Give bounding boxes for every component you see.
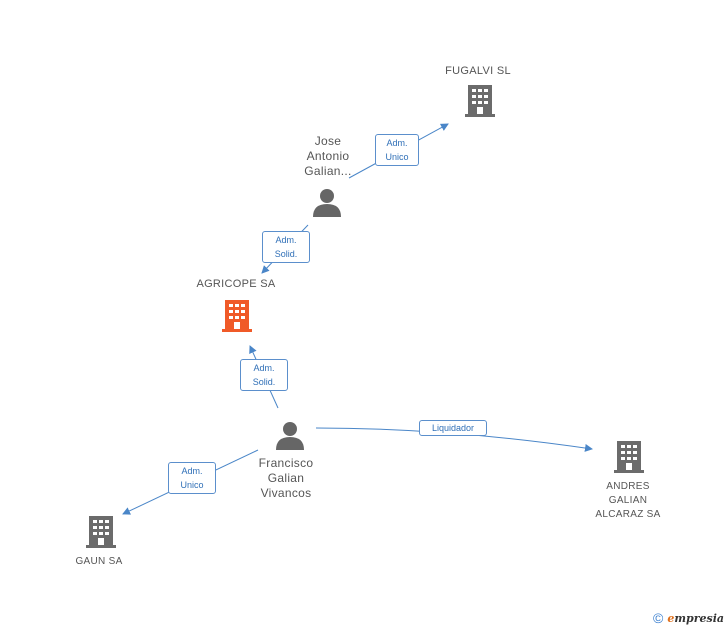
agricope-label: AGRICOPE SA bbox=[196, 278, 276, 290]
francisco-line1: Francisco bbox=[258, 456, 314, 470]
node-label-agricope[interactable]: AGRICOPE SA bbox=[180, 277, 292, 291]
andres-line3: ALCARAZ SA bbox=[595, 509, 661, 520]
edge-label-line2: Solid. bbox=[274, 249, 298, 259]
building-icon[interactable] bbox=[86, 516, 116, 548]
edge-label-francisco-andres[interactable]: Liquidador bbox=[419, 420, 487, 436]
edge-label-line2: Solid. bbox=[252, 377, 276, 387]
andres-line1: ANDRES bbox=[606, 481, 650, 492]
edge-label-line1: Adm. bbox=[253, 363, 275, 373]
andres-line2: GALIAN bbox=[608, 495, 648, 506]
node-label-andres[interactable]: ANDRES GALIAN ALCARAZ SA bbox=[584, 480, 672, 522]
edge-label-line2: Unico bbox=[180, 480, 204, 490]
brand-first-letter: e bbox=[667, 611, 675, 625]
node-label-francisco[interactable]: Francisco Galian Vivancos bbox=[246, 456, 326, 501]
edge-label-line1: Adm. bbox=[275, 235, 297, 245]
brand-rest: mpresia bbox=[674, 611, 724, 625]
building-icon[interactable] bbox=[465, 85, 495, 117]
node-label-jose[interactable]: Jose Antonio Galian... bbox=[288, 134, 368, 179]
node-label-gaun[interactable]: GAUN SA bbox=[60, 555, 138, 569]
edge-label-francisco-gaun[interactable]: Adm. Unico bbox=[168, 462, 216, 494]
jose-line2: Antonio bbox=[306, 149, 350, 163]
jose-line1: Jose bbox=[314, 134, 342, 148]
edge-label-francisco-agricope[interactable]: Adm. Solid. bbox=[240, 359, 288, 391]
person-icon[interactable] bbox=[313, 189, 341, 217]
person-icon[interactable] bbox=[276, 422, 304, 450]
jose-line3: Galian... bbox=[304, 164, 352, 178]
francisco-line3: Vivancos bbox=[260, 486, 312, 500]
edge-label-line1: Adm. bbox=[386, 138, 408, 148]
brand-logo: empresia bbox=[667, 612, 724, 625]
edge-label-jose-fugalvi[interactable]: Adm. Unico bbox=[375, 134, 419, 166]
copyright-symbol: © bbox=[653, 610, 664, 626]
watermark: © empresia bbox=[653, 610, 724, 626]
building-icon[interactable] bbox=[222, 300, 252, 332]
building-icon[interactable] bbox=[614, 441, 644, 473]
gaun-label: GAUN SA bbox=[75, 556, 123, 567]
edge-label-jose-agricope[interactable]: Adm. Solid. bbox=[262, 231, 310, 263]
fugalvi-label: FUGALVI SL bbox=[445, 65, 511, 77]
edge-label-line1: Adm. bbox=[181, 466, 203, 476]
edge-label-line1: Liquidador bbox=[431, 423, 475, 433]
francisco-line2: Galian bbox=[267, 471, 305, 485]
edge-label-line2: Unico bbox=[385, 152, 409, 162]
node-label-fugalvi[interactable]: FUGALVI SL bbox=[430, 64, 526, 78]
